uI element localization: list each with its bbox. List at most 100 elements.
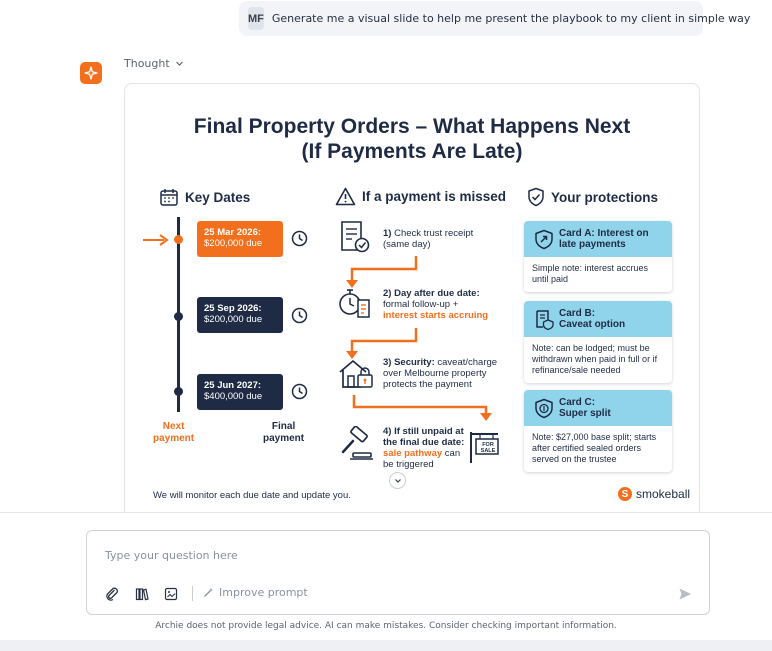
- library-icon[interactable]: [134, 586, 150, 602]
- image-icon[interactable]: [163, 586, 179, 602]
- date-1: 25 Mar 2026:: [204, 227, 262, 238]
- user-message: MF Generate me a visual slide to help me…: [239, 1, 750, 36]
- card-c: Card C: Super split Note: $27,000 base s…: [524, 390, 672, 472]
- shield-money-icon: [535, 398, 553, 418]
- missed-payment-label: If a payment is missed: [362, 189, 507, 204]
- step-4-highlight: sale pathway: [383, 448, 443, 459]
- card-b-header: Card B: Caveat option: [524, 301, 672, 337]
- bottom-strip: [0, 640, 772, 651]
- chevron-down-icon: [175, 61, 183, 66]
- step-4-text-after: can: [442, 448, 461, 459]
- next-payment-line-2: payment: [153, 433, 195, 444]
- ai-disclaimer: Archie does not provide legal advice. AI…: [155, 621, 617, 631]
- thought-toggle[interactable]: Thought: [124, 57, 184, 70]
- date-box-3: 25 Jun 2027: $400,000 due: [197, 374, 283, 410]
- step-4-heading-1: 4) If still unpaid at: [383, 426, 464, 437]
- step-4-heading-2: the final due date:: [383, 437, 465, 448]
- card-c-header: Card C: Super split: [524, 390, 672, 426]
- send-button[interactable]: [678, 586, 692, 605]
- question-input[interactable]: [105, 549, 665, 562]
- clock-icon: [291, 307, 308, 324]
- user-message-text: Generate me a visual slide to help me pr…: [271, 12, 751, 25]
- final-payment-line-2: payment: [263, 433, 305, 444]
- step-4-text-2: be triggered: [383, 459, 434, 470]
- date-2: 25 Sep 2026:: [204, 303, 262, 314]
- toolbar-separator: [192, 586, 193, 601]
- house-lock-icon: [339, 360, 373, 388]
- step-3-text-0: caveat/charge: [434, 357, 498, 368]
- next-payment-line-1: Next: [162, 421, 185, 432]
- protections-header: Your protections: [527, 187, 658, 207]
- amount-2: $200,000 due: [204, 314, 263, 325]
- card-c-body: Note: $27,000 base split; starts after c…: [532, 432, 657, 464]
- scroll-down-button[interactable]: [389, 472, 406, 489]
- for-sale-text: FOR SALE: [480, 442, 496, 454]
- step-3: 3) Security: caveat/charge over Melbourn…: [383, 357, 497, 390]
- chevron-down-icon: [394, 478, 401, 483]
- receipt-check-icon: [341, 221, 370, 253]
- slide-title-line-1: Final Property Orders – What Happens Nex…: [193, 115, 631, 138]
- protections-label: Your protections: [551, 189, 659, 205]
- slide-title: Final Property Orders – What Happens Nex…: [125, 114, 699, 164]
- shield-arrow-icon: [535, 229, 553, 249]
- step-2-text: formal follow-up +: [383, 299, 459, 310]
- timeline-dot-next: [174, 235, 183, 244]
- card-b: Card B: Caveat option Note: can be lodge…: [524, 301, 672, 383]
- card-a: Card A: Interest on late payments Simple…: [524, 221, 672, 292]
- card-c-title-1: Card C:: [559, 397, 596, 408]
- date-3: 25 Jun 2027:: [204, 380, 262, 391]
- for-sale-sign-icon: [470, 432, 499, 463]
- step-2-highlight: interest starts accruing: [383, 310, 489, 321]
- arrow-right-icon: [143, 234, 169, 246]
- magic-wand-icon: [204, 587, 214, 597]
- stopwatch-document-icon: [339, 289, 370, 318]
- date-box-1: 25 Mar 2026: $200,000 due: [197, 221, 283, 257]
- generated-slide-image: Final Property Orders – What Happens Nex…: [124, 83, 700, 513]
- gavel-icon: [341, 426, 373, 460]
- slide-title-line-2: (If Payments Are Late): [301, 140, 523, 163]
- step-3-text-1: over Melbourne property: [383, 368, 487, 379]
- card-a-title-2: late payments: [559, 239, 626, 250]
- thought-label: Thought: [124, 57, 170, 70]
- chat-divider: [0, 512, 772, 513]
- attach-icon[interactable]: [104, 586, 120, 602]
- step-2: 2) Day after due date: formal follow-up …: [383, 288, 488, 321]
- missed-payment-header: If a payment is missed: [335, 187, 506, 206]
- card-c-title-2: Super split: [559, 408, 611, 419]
- amount-1: $200,000 due: [204, 238, 263, 249]
- card-a-body: Simple note: interest accrues until paid: [532, 263, 649, 284]
- card-a-header: Card A: Interest on late payments: [524, 221, 672, 257]
- step-3-text-2: protects the payment: [383, 379, 472, 390]
- message-composer: Improve prompt: [86, 530, 710, 615]
- step-1: 1) Check trust receipt (same day): [383, 228, 473, 250]
- smokeball-logo-icon: S: [618, 487, 632, 501]
- step-4: 4) If still unpaid at the final due date…: [383, 426, 464, 470]
- clock-icon: [291, 230, 308, 247]
- shield-check-icon: [528, 187, 544, 207]
- send-icon: [679, 588, 691, 600]
- slide-footer-note: We will monitor each due date and update…: [153, 490, 351, 501]
- date-box-2: 25 Sep 2026: $200,000 due: [197, 297, 283, 333]
- final-payment-line-1: Final: [271, 421, 296, 432]
- step-2-heading: 2) Day after due date:: [383, 288, 480, 299]
- card-b-body: Note: can be lodged; must be withdrawn w…: [532, 343, 658, 375]
- step-1-number: 1): [383, 228, 392, 239]
- key-dates-header: Key Dates: [159, 187, 250, 207]
- card-a-title-1: Card A: Interest on: [559, 228, 649, 239]
- flow-arrows: [346, 256, 492, 421]
- calendar-icon: [160, 189, 178, 206]
- brand-name: smokeball: [636, 487, 691, 501]
- sparkle-icon: [80, 62, 102, 84]
- step-3-heading: 3) Security:: [383, 357, 435, 368]
- key-dates-label: Key Dates: [185, 189, 251, 205]
- timeline-dot: [174, 312, 183, 321]
- document-shield-icon: [536, 309, 554, 330]
- amount-3: $400,000 due: [204, 391, 263, 402]
- user-avatar: MF: [248, 7, 264, 30]
- warning-icon: [335, 187, 356, 206]
- final-payment-label: Final payment: [263, 421, 304, 445]
- next-payment-label: Next payment: [153, 421, 194, 445]
- improve-prompt-button[interactable]: Improve prompt: [203, 586, 308, 599]
- timeline-dot-final: [174, 387, 183, 396]
- brand-logo: S smokeball: [618, 487, 690, 501]
